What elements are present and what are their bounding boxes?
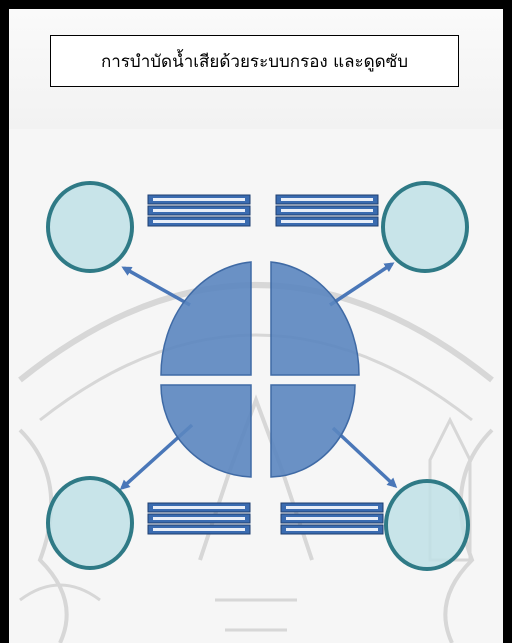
page-title: การบำบัดน้ำเสียด้วยระบบกรอง และดูดซับ	[101, 48, 408, 75]
circle-top-right	[383, 183, 467, 271]
bars-top-right	[276, 195, 378, 226]
circle-bottom-right	[386, 481, 468, 569]
central-circle	[161, 262, 359, 477]
circle-bottom-left	[48, 478, 132, 568]
watermark-seal	[20, 285, 492, 643]
quadrant-bottom-right	[271, 385, 355, 477]
title-box: การบำบัดน้ำเสียด้วยระบบกรอง และดูดซับ	[50, 35, 459, 87]
bars-bottom-left	[148, 503, 250, 534]
quadrant-top-right	[271, 262, 359, 375]
circle-top-left	[48, 183, 132, 271]
quadrant-bottom-left	[161, 385, 251, 477]
bars-bottom-right	[281, 503, 383, 534]
quadrant-top-left	[161, 262, 251, 375]
bars-top-left	[148, 195, 250, 226]
arrow-bottom-right	[333, 428, 395, 486]
arrow-top-right	[330, 264, 392, 305]
